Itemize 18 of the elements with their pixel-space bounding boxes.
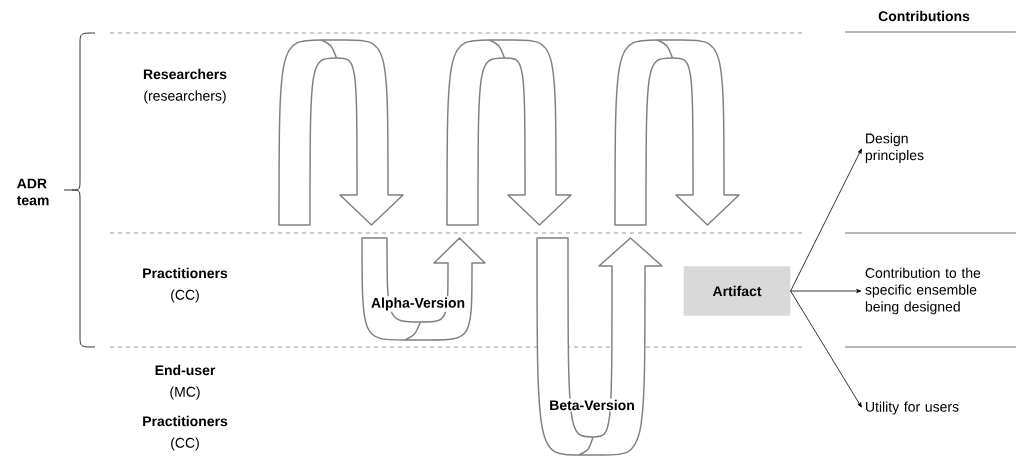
role-label: (MC) <box>170 386 200 400</box>
column-heading: Contributions <box>878 10 970 22</box>
arrow <box>790 148 862 292</box>
contribution-text: Utility for users <box>866 401 959 415</box>
contribution-text: Contribution to the specific ensemble being designed <box>865 267 981 315</box>
arrow <box>790 290 862 408</box>
role-label: (CC) <box>171 437 199 451</box>
role-label: (researchers) <box>144 90 226 104</box>
contribution-text: Design principles <box>865 133 924 163</box>
role-label: Practitioners <box>143 415 228 427</box>
version-label: Alpha-Version <box>369 296 467 312</box>
artifact-box: Artifact <box>683 266 791 316</box>
role-label: (CC) <box>171 289 199 303</box>
role-label: Researchers <box>143 68 227 80</box>
arrow <box>790 289 862 293</box>
role-label: End-user <box>155 364 216 376</box>
team-label: ADR team <box>16 178 49 206</box>
role-label: Practitioners <box>143 267 228 279</box>
